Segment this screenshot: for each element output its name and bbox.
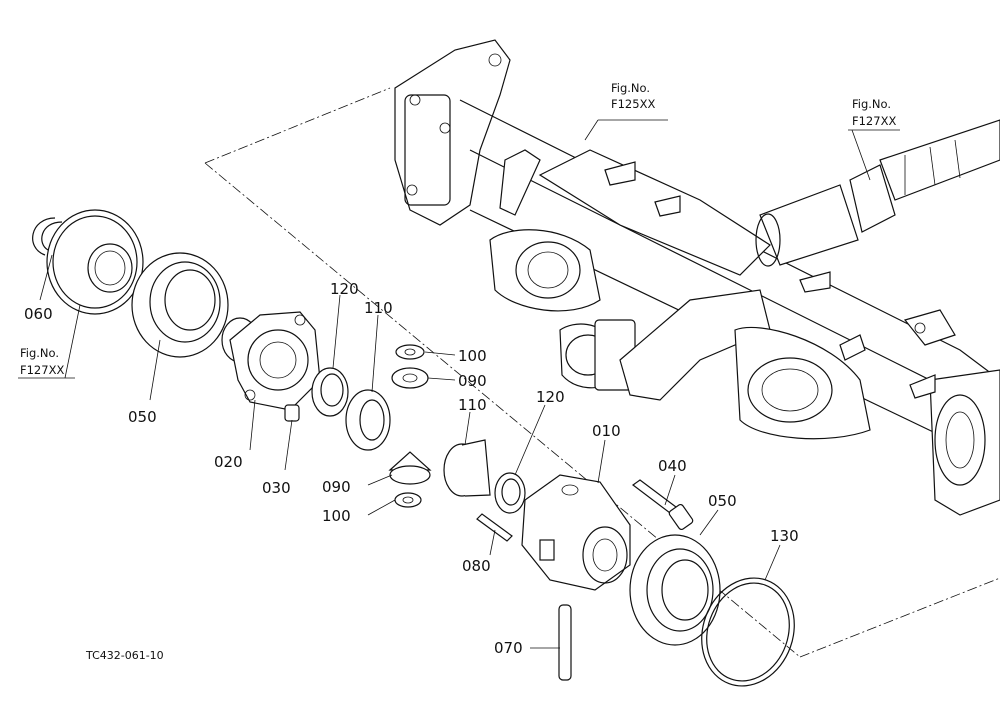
figref-f127-left-line2: F127XX xyxy=(20,363,64,377)
callout-120-top: 120 xyxy=(330,280,359,298)
diff-case-020 xyxy=(221,311,321,411)
figref-f127-top-line1: Fig.No. xyxy=(852,97,891,111)
side-gear-110-mid xyxy=(443,439,491,497)
ring-gear xyxy=(46,209,144,315)
pin-070 xyxy=(558,604,572,681)
side-gear-110-top xyxy=(345,389,391,451)
figref-f127-left-line1: Fig.No. xyxy=(20,346,59,360)
leader-lines xyxy=(39,254,781,649)
callout-050-right: 050 xyxy=(708,492,737,510)
pinion-gear-090-top xyxy=(391,367,429,389)
diff-case-010 xyxy=(521,474,631,591)
callout-080: 080 xyxy=(462,557,491,575)
bearing-050-left xyxy=(131,252,229,358)
callout-110-mid: 110 xyxy=(458,396,487,414)
thrust-washer-120-mid xyxy=(494,472,526,514)
callout-110-top: 110 xyxy=(364,299,393,317)
callout-130: 130 xyxy=(770,527,799,545)
pinion-shaft xyxy=(755,119,1000,267)
figref-f125-line1: Fig.No. xyxy=(611,81,650,95)
bearing-050-right xyxy=(629,534,721,646)
callout-020: 020 xyxy=(214,453,243,471)
figref-f125-line2: F125XX xyxy=(611,97,655,111)
bolt-040 xyxy=(631,479,694,531)
callout-030: 030 xyxy=(262,479,291,497)
drawing-code: TC432-061-10 xyxy=(85,649,164,662)
o-ring-130 xyxy=(701,577,795,687)
callout-090-top: 090 xyxy=(458,372,487,390)
washer-100-bottom xyxy=(394,492,422,508)
pin-080 xyxy=(476,513,513,542)
figref-f127-top-line2: F127XX xyxy=(852,114,896,128)
callout-100-top: 100 xyxy=(458,347,487,365)
callout-070: 070 xyxy=(494,639,523,657)
callout-090-bottom: 090 xyxy=(322,478,351,496)
callout-060: 060 xyxy=(24,305,53,323)
callout-100-bottom: 100 xyxy=(322,507,351,525)
figref-leaders xyxy=(18,119,900,379)
pin-030 xyxy=(284,404,300,422)
snap-ring-060 xyxy=(32,217,63,256)
callout-010: 010 xyxy=(592,422,621,440)
thrust-washer-120-top xyxy=(311,367,349,417)
washer-100-top xyxy=(395,344,425,360)
pinion-gear-090-bottom xyxy=(388,451,432,485)
callout-050-left: 050 xyxy=(128,408,157,426)
axle-housing xyxy=(394,39,1000,516)
callout-040: 040 xyxy=(658,457,687,475)
callout-120-mid: 120 xyxy=(536,388,565,406)
